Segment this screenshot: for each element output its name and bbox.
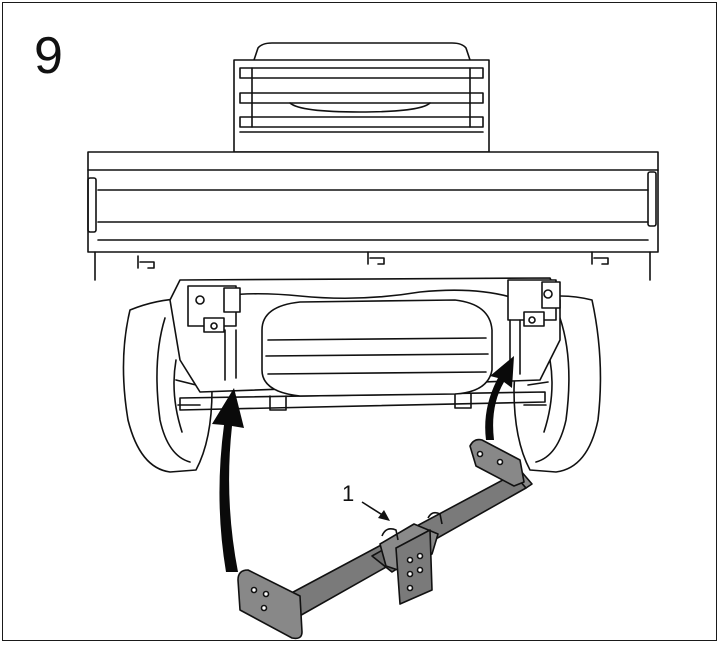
step-number: 9 [34,27,63,85]
cab-guard [233,42,490,153]
install-arrows [212,356,514,572]
receiver-plate [395,529,433,605]
callout-label: 1 [342,481,355,506]
tow-hitch [237,438,533,640]
left-frame-bracket [187,285,241,381]
truck-bed [87,151,659,281]
spare-tire [261,299,493,397]
callout-leader [361,501,390,521]
right-install-arrow [485,356,514,440]
left-install-arrow [212,388,244,572]
right-frame-bracket [507,279,561,377]
left-mount-plate [237,569,303,640]
